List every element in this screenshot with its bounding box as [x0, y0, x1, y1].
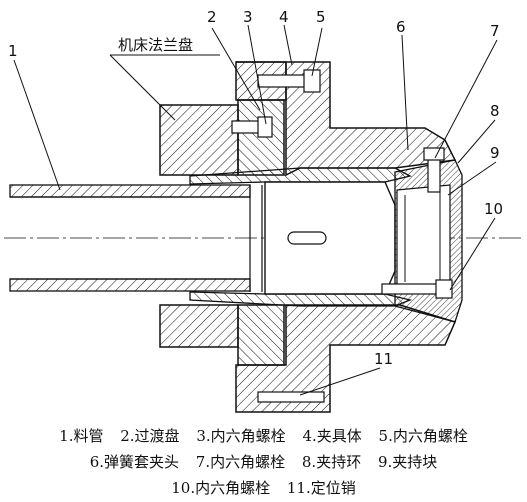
- spring-collet: [189, 167, 413, 307]
- callout-10: 10: [484, 200, 503, 218]
- legend-row-1: 1.料管 2.过渡盘 3.内六角螺栓 4.夹具体 5.内六角螺栓: [0, 424, 527, 448]
- callout-11: 11: [374, 350, 393, 368]
- callout-5: 5: [316, 8, 326, 26]
- legend-item: 3.内六角螺栓: [196, 427, 286, 445]
- callout-6: 6: [396, 18, 406, 36]
- callout-3: 3: [243, 8, 253, 26]
- legend-row-3: 10.内六角螺栓 11.定位销: [0, 476, 527, 500]
- hex-bolt-7: [423, 147, 445, 193]
- hex-bolt-10: [381, 279, 453, 299]
- legend-item: 1.料管: [59, 427, 104, 445]
- legend-item: 2.过渡盘: [120, 427, 180, 445]
- legend-item: 7.内六角螺栓: [195, 453, 286, 471]
- callout-1: 1: [8, 42, 18, 60]
- callout-2: 2: [207, 8, 217, 26]
- locating-pin-11: [257, 391, 325, 403]
- leader-lines: [13, 24, 498, 396]
- fixture-body: [235, 61, 457, 413]
- legend-item: 11.定位销: [286, 479, 356, 497]
- callout-8: 8: [490, 102, 500, 120]
- legend-item: 10.内六角螺栓: [171, 479, 271, 497]
- legend-item: 9.夹持块: [377, 453, 438, 471]
- machine-flange-label: 机床法兰盘: [118, 36, 193, 54]
- material-tube: [9, 184, 251, 292]
- hex-bolt-3: [231, 116, 273, 138]
- callout-4: 4: [279, 8, 289, 26]
- machine-flange: [159, 104, 239, 348]
- legend-item: 4.夹具体: [302, 427, 362, 445]
- fixture-section-drawing: 机床法兰盘 1 2 3 4 5 6 7 8 9 10 11: [4, 8, 522, 413]
- callout-9: 9: [490, 144, 500, 162]
- hex-bolt-5: [257, 69, 321, 93]
- legend-row-2: 6.弹簧套夹头 7.内六角螺栓 8.夹持环 9.夹持块: [0, 450, 527, 474]
- legend-item: 5.内六角螺栓: [378, 427, 468, 445]
- legend-item: 8.夹持环: [301, 453, 362, 471]
- legend-item: 6.弹簧套夹头: [89, 453, 180, 471]
- callout-7: 7: [490, 22, 500, 40]
